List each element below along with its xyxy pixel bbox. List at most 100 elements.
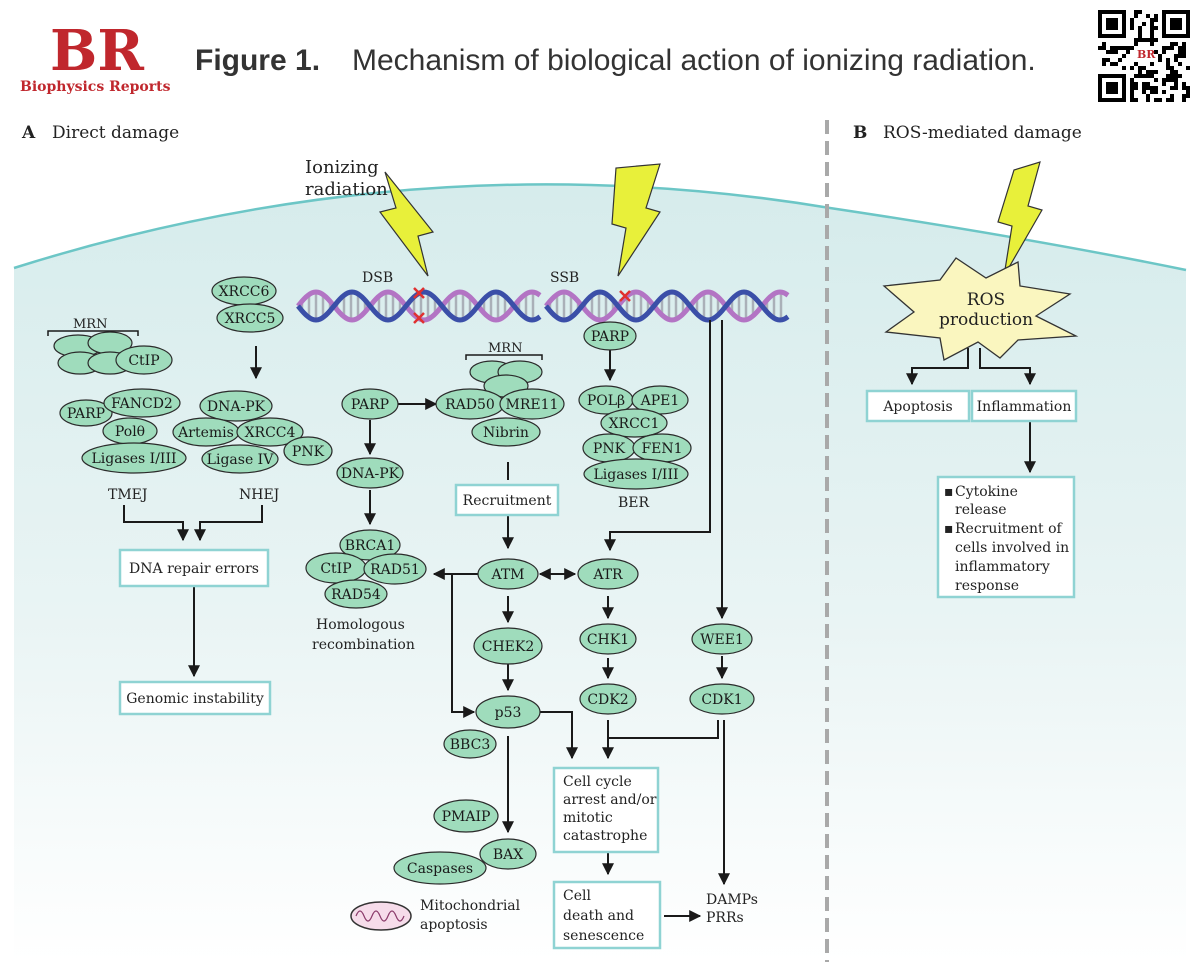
prrs-label: PRRs <box>706 910 744 926</box>
repair-errors-box <box>118 548 270 588</box>
inflammation-box <box>970 389 1078 423</box>
dsb-label: DSB <box>362 270 393 286</box>
repair-errors-box-label: DNA repair errors <box>129 561 259 577</box>
parp-node: PARP <box>341 388 399 420</box>
radiation-label: Ionizing <box>305 157 379 178</box>
wee1-node: WEE1 <box>691 623 753 655</box>
p53-node-label: p53 <box>495 705 522 721</box>
caspases-node-label: Caspases <box>407 861 473 877</box>
recruitment-box-label: Recruitment <box>463 493 552 509</box>
mitochondrion-icon <box>350 901 412 931</box>
ape1-node-label: APE1 <box>640 393 680 409</box>
inflammation-box-label: Inflammation <box>977 399 1072 415</box>
cdk1-node: CDK1 <box>689 683 755 715</box>
pol-theta-node: Polθ <box>102 417 158 445</box>
ctip-node-label: CtIP <box>320 561 351 577</box>
genomic-instability-box <box>118 680 272 716</box>
mrn-bracket <box>47 330 543 360</box>
death-box-label: Cell <box>563 888 591 904</box>
ape1-node: APE1 <box>631 385 689 415</box>
cdk2-node: CDK2 <box>579 683 637 715</box>
ctip-node: CtIP <box>115 345 173 375</box>
mrn-label: MRN <box>73 317 107 332</box>
xrcc6-node: XRCC6 <box>211 276 277 306</box>
bax-node: BAX <box>479 838 537 870</box>
cell-death-box <box>552 880 662 950</box>
figure-label: Figure 1. <box>195 44 320 77</box>
lightning-bolt-icon <box>611 163 661 277</box>
xrcc1-node-label: XRCC1 <box>609 416 660 432</box>
pnk-node: PNK <box>582 433 636 463</box>
atm-node: ATM <box>477 558 539 590</box>
logo-letters: BR <box>50 18 144 84</box>
rad54-node-label: RAD54 <box>331 587 381 603</box>
xrcc6-node-label: XRCC6 <box>219 284 270 300</box>
fancd2-node: FANCD2 <box>103 388 181 418</box>
death-box-label: death and <box>563 908 634 924</box>
xrcc5-node-label: XRCC5 <box>225 311 276 327</box>
mre11-node: MRE11 <box>499 388 565 420</box>
hr-label: recombination <box>312 637 415 653</box>
pnk-node: PNK <box>283 436 333 466</box>
xrcc1-node: XRCC1 <box>600 408 668 438</box>
mre11-node-label: MRE11 <box>506 397 559 413</box>
qr-code: BR <box>1098 10 1190 102</box>
mrn-label: MRN <box>488 341 522 356</box>
cell-cycle-arrest-box <box>552 766 660 854</box>
recruitment-box <box>454 483 560 517</box>
apoptosis-box-label: Apoptosis <box>882 399 952 415</box>
pmaip-node-label: PMAIP <box>442 809 491 825</box>
dsb-break-mark <box>413 287 425 324</box>
arrest-box-label: mitotic <box>563 810 613 826</box>
bbc3-node: BBC3 <box>443 729 497 759</box>
lightning-bolt-icon <box>378 171 435 277</box>
rad51-node: RAD51 <box>363 553 427 585</box>
pmaip-node: PMAIP <box>433 799 499 833</box>
ros-effect-item: Recruitment of <box>955 521 1064 537</box>
dna-pk-node: DNA-PK <box>336 457 404 489</box>
parp-node-label: PARP <box>351 397 389 413</box>
pnk-node-label: PNK <box>593 441 626 457</box>
chek2-node-label: CHEK2 <box>482 639 535 655</box>
lightning-bolt-icon <box>997 161 1043 277</box>
cdk2-node-label: CDK2 <box>587 692 628 708</box>
journal-logo: BR Biophysics Reports <box>20 18 171 95</box>
tmej-label: TMEJ <box>108 487 148 503</box>
atr-node: ATR <box>577 558 639 590</box>
panel-a-letter: A <box>21 123 36 143</box>
xrcc4-node: XRCC4 <box>236 417 304 447</box>
rad50-node: RAD50 <box>435 388 505 420</box>
ligase4-node: Ligase IV <box>201 444 279 474</box>
ros-label: ROS <box>967 290 1005 310</box>
panel-a-title: Direct damage <box>52 123 179 143</box>
ligases-node-label: Ligases I/III <box>91 451 176 467</box>
panel-b-letter: B <box>853 123 867 143</box>
death-box-label: senescence <box>563 928 644 944</box>
ros-effect-item: cells involved in <box>955 540 1069 556</box>
fen1-node-label: FEN1 <box>641 441 682 457</box>
dna-pk-node: DNA-PK <box>199 390 273 422</box>
parp-node: PARP <box>59 399 113 427</box>
ligase4-node-label: Ligase IV <box>207 452 275 468</box>
rad50-node-label: RAD50 <box>445 397 495 413</box>
rad54-node: RAD54 <box>324 579 388 609</box>
ber-label: BER <box>618 495 650 511</box>
connector-arrows <box>123 320 1036 922</box>
fen1-node: FEN1 <box>632 433 692 463</box>
apoptosis-box <box>865 389 971 423</box>
bax-node-label: BAX <box>493 847 523 863</box>
ros-effect-item: response <box>955 578 1019 594</box>
brca1-node: BRCA1 <box>339 529 401 561</box>
ssb-break-mark <box>619 290 631 302</box>
chek2-node: CHEK2 <box>473 627 543 665</box>
parp-node: PARP <box>583 321 637 351</box>
p53-node: p53 <box>475 695 541 729</box>
atr-node-label: ATR <box>592 567 623 583</box>
artemis-node: Artemis <box>172 417 240 447</box>
wee1-node-label: WEE1 <box>700 632 744 648</box>
svg-text:BR: BR <box>1137 48 1156 61</box>
